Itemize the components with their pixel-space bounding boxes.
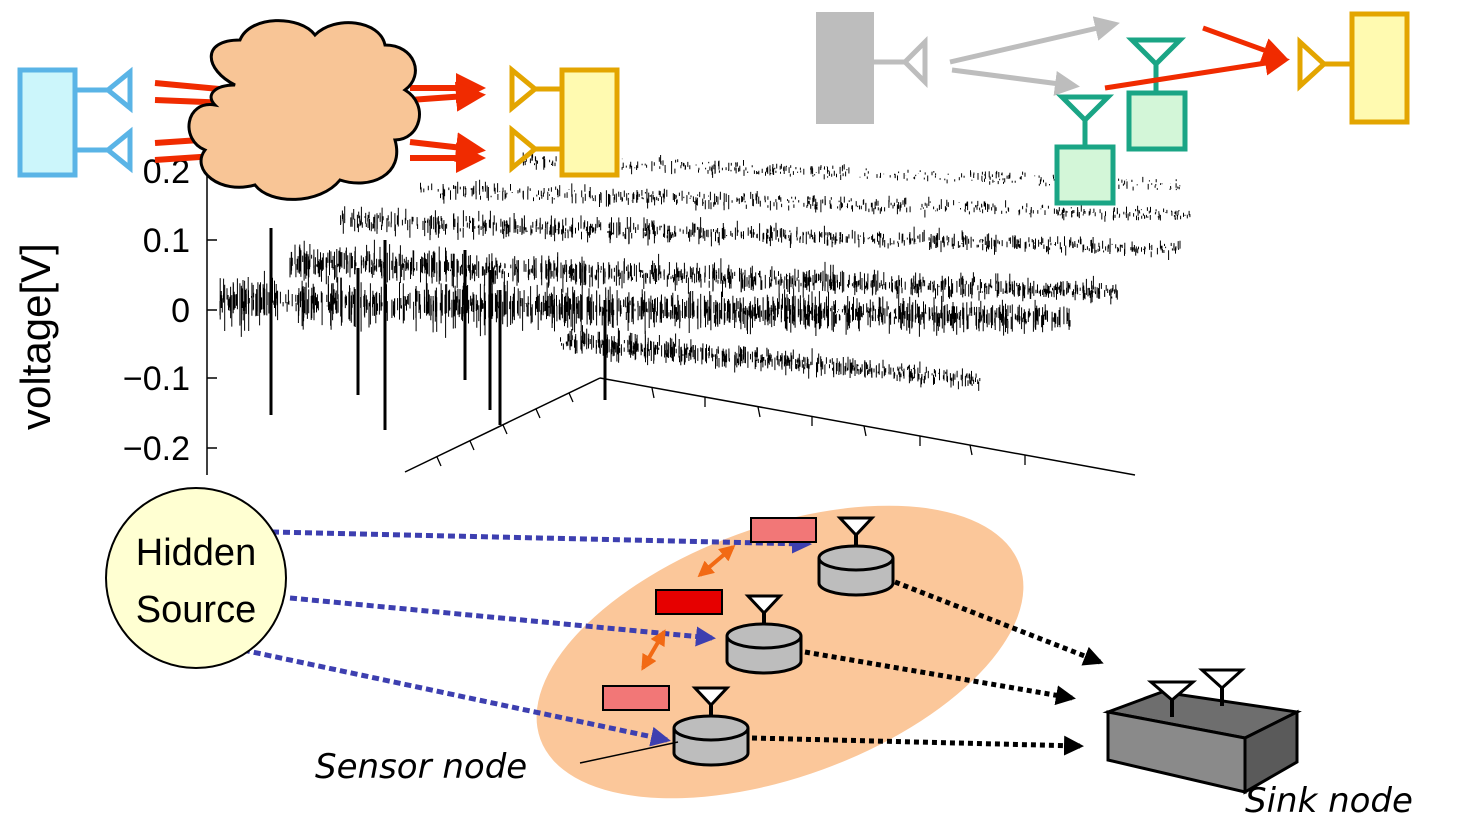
signal-traces (219, 150, 1191, 391)
plot-time-axis (599, 377, 1136, 476)
hidden-source-line1: Hidden (136, 532, 256, 574)
source-arrows (949, 16, 1120, 96)
sensor-node-icon (817, 516, 895, 597)
sensor-network: Hidden Source (105, 487, 1413, 821)
ytick-label-4: −0.2 (123, 430, 190, 468)
ytick-label-3: −0.1 (123, 360, 190, 398)
antenna-icon (509, 64, 562, 114)
antenna-icon (75, 66, 133, 114)
packet-icon (602, 685, 670, 711)
plot-y-ticks (207, 169, 217, 449)
hidden-source (105, 487, 287, 669)
inter-node-arrows (641, 544, 736, 671)
hidden-source-line2: Source (136, 589, 256, 631)
antenna-icon (75, 126, 133, 174)
sensor-node-pointer (579, 741, 679, 764)
relay-node-1 (1054, 94, 1116, 206)
mimo-transmitter (17, 66, 133, 178)
sink-node-icon (1102, 668, 1302, 795)
receiver-box (559, 67, 620, 178)
relay-node-2 (1125, 37, 1188, 152)
relay-arrows (1104, 25, 1290, 91)
mimo-receiver (509, 64, 620, 178)
packet-icon (750, 517, 817, 543)
cloud-icon (187, 19, 421, 201)
signal-trace (219, 150, 1191, 391)
sink-arrows (751, 579, 1104, 756)
relay-box-2 (1126, 90, 1188, 152)
relay-box-1 (1054, 144, 1116, 206)
plot-y-label: voltage[V] (12, 243, 59, 430)
packet-icon (655, 589, 723, 615)
ytick-label-1: 0.1 (143, 222, 190, 260)
voltage-plot: 0.2 0.1 0 −0.1 −0.2 voltage[V] (12, 150, 1191, 476)
ytick-label-2: 0 (171, 292, 190, 330)
antenna-icon (874, 35, 928, 89)
antenna-icon (1297, 36, 1352, 92)
sensor-node-icon (725, 594, 803, 675)
relay-scenario (816, 11, 1410, 206)
antenna-icon (509, 124, 562, 174)
sensor-node-icon (672, 686, 750, 767)
source-box (816, 12, 874, 124)
plot-base-ticks (436, 387, 1026, 467)
antenna-icon (1055, 94, 1115, 147)
plot-depth-axis (404, 377, 601, 473)
sensor-node-label: Sensor node (315, 747, 527, 787)
signal-spikes (269, 228, 607, 430)
antenna-icon (1146, 680, 1198, 717)
transmitter-box (17, 67, 78, 178)
destination (1297, 11, 1410, 125)
sink-node-label: Sink node (1245, 781, 1413, 821)
destination-box (1349, 11, 1410, 125)
antenna-icon (1198, 668, 1246, 706)
